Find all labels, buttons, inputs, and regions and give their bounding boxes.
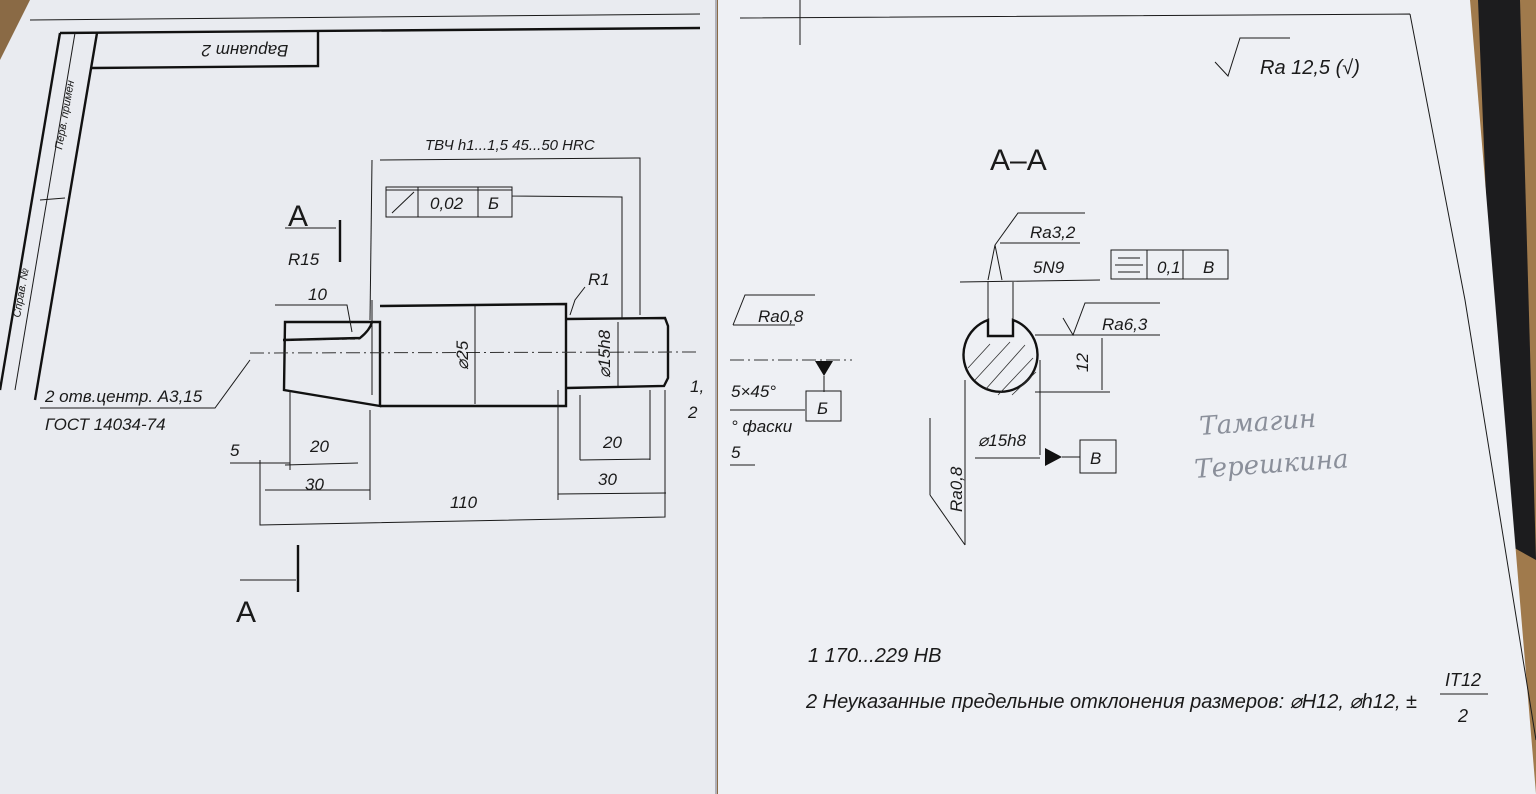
dim-12: 12 [1073, 353, 1092, 372]
datum-b-box [1079, 439, 1117, 474]
dim-30-left: 30 [305, 475, 324, 494]
roughness-sign-icon [732, 294, 815, 326]
symmetry-datum: B [1203, 258, 1214, 277]
symmetry-tolerance-frame: 0,1 B [1110, 249, 1229, 280]
general-roughness: Ra 12,5 (√) [1260, 57, 1360, 79]
datum-b: B [1090, 449, 1101, 468]
dim-2: 2 [687, 403, 698, 422]
runout-value: 0,02 [430, 194, 464, 213]
right-sheet [718, 0, 1536, 794]
center-holes-standard: ГОСТ 14034-74 [45, 415, 166, 434]
radius-r15: R15 [288, 250, 320, 269]
ra-0-8-vertical: Ra0,8 [947, 466, 966, 512]
left-sheet [0, 0, 715, 794]
roughness-sign-icon [1214, 37, 1290, 77]
symmetry-icon [1115, 257, 1143, 273]
note-2: 2 Неуказанные предельные отклонения разм… [805, 691, 1417, 713]
keyway-5n9: 5N9 [1033, 258, 1065, 277]
dim-30-right: 30 [598, 470, 617, 489]
fraction-numerator: IT12 [1445, 670, 1481, 690]
chamfer-note-2: ° фаски [731, 417, 793, 436]
left-frame [0, 13, 701, 401]
dia-25: ⌀25 [453, 340, 472, 370]
dia-15h8: ⌀15h8 [595, 329, 614, 378]
right-frame [739, 0, 1536, 741]
note-1: 1 170...229 HB [808, 645, 941, 667]
section-mark-top: A [288, 200, 308, 233]
section-view [929, 212, 1160, 546]
dim-20-right: 20 [602, 433, 622, 452]
section-title: A–A [990, 144, 1047, 177]
runout-icon [391, 191, 415, 214]
ra-3-2: Ra3,2 [1030, 223, 1076, 242]
datum-be: Б [817, 399, 828, 418]
fragment-5: 5 [731, 443, 741, 462]
dim-5: 5 [230, 441, 240, 460]
heat-treatment-note: ТВЧ h1...1,5 45...50 HRC [425, 137, 595, 154]
shaft-drawing [40, 157, 701, 592]
dark-object [1478, 0, 1536, 560]
datum-be-box [805, 390, 842, 422]
runout-tolerance-frame: 0,02 Б [385, 186, 513, 218]
section-mark-bottom: A [236, 596, 256, 629]
symmetry-value: 0,1 [1157, 258, 1181, 277]
ra-6-3: Ra6,3 [1102, 315, 1148, 334]
fraction-denominator: 2 [1457, 706, 1468, 726]
chamfer-note: 5×45° [731, 382, 776, 401]
variant-label: Вариант 2 [201, 41, 288, 60]
dim-1: 1, [690, 377, 704, 396]
dim-110: 110 [450, 493, 478, 512]
center-holes-note: 2 отв.центр. А3,15 [44, 387, 203, 406]
dim-10: 10 [308, 285, 327, 304]
ra-0-8: Ra0,8 [758, 307, 804, 326]
datum-triangle-icon [815, 361, 833, 376]
runout-datum: Б [488, 194, 499, 213]
dim-20-left: 20 [309, 437, 329, 456]
radius-r1: R1 [588, 270, 610, 289]
section-dia-15h8: ⌀15h8 [978, 431, 1027, 450]
